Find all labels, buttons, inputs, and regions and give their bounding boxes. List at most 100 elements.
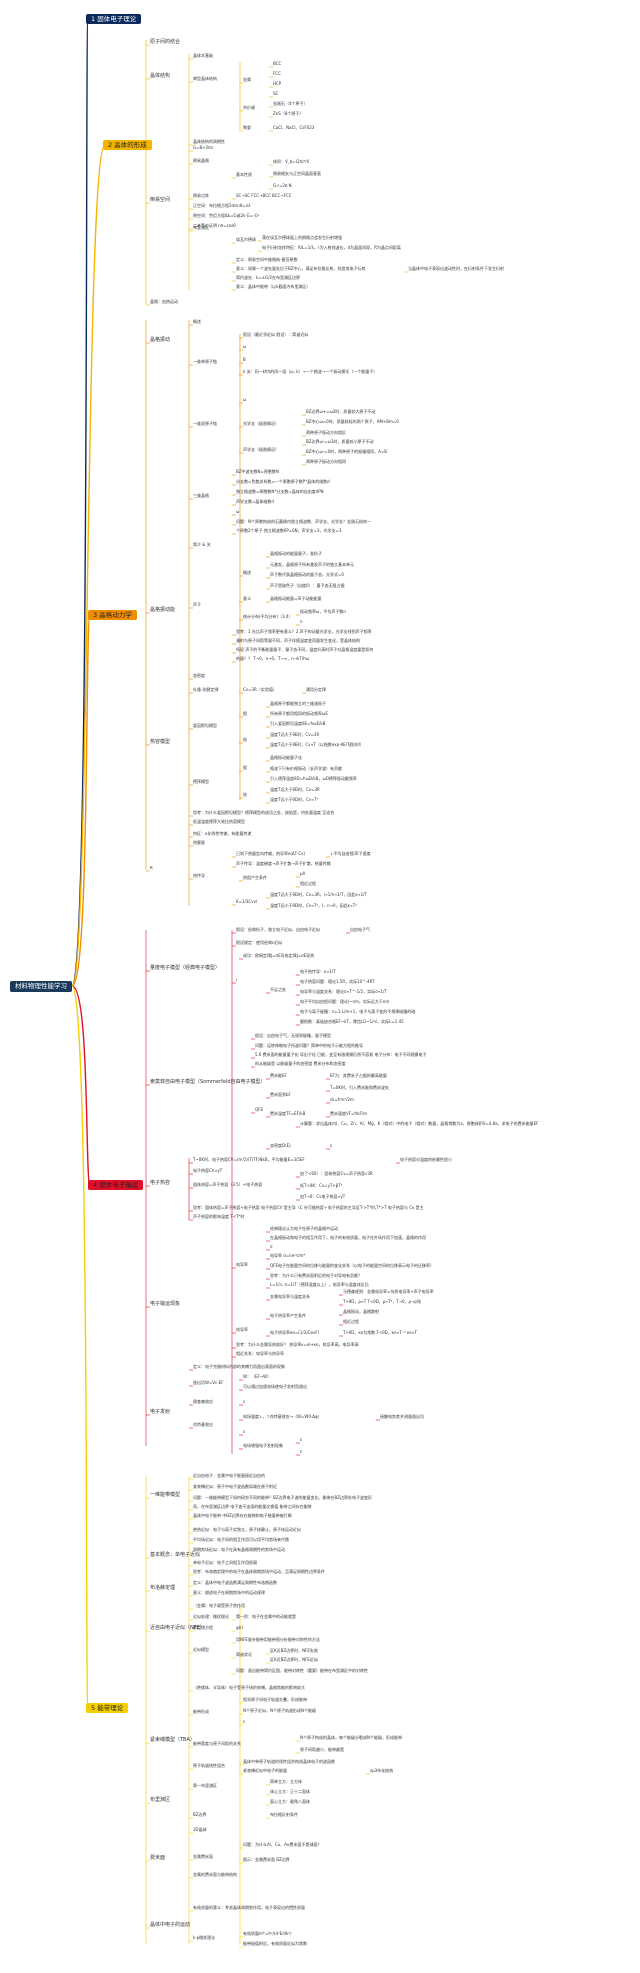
node-sec4-e2[interactable]: 逸出功W=Vc-EF xyxy=(193,1380,224,1385)
node-sec2-s4b[interactable]: 基本性质 xyxy=(236,172,252,177)
node-sec3-b2b[interactable]: 意义 xyxy=(243,596,251,601)
node-sec3-a4d[interactable]: 声学支数=晶体维数d xyxy=(236,499,274,504)
node-sec4-a3[interactable]: 成功：欧姆定律J=σE导电定律J=σE导热 xyxy=(243,953,315,958)
node-sec4-e3a[interactable]: ε xyxy=(243,1399,246,1404)
node-sec4-c3a[interactable]: 加了<60）：固体热容Cv=声子热容√3R xyxy=(300,1171,373,1176)
node-sec4-c2[interactable]: 电子热容CV∝γT xyxy=(193,1168,223,1173)
node-sec2-s4f4[interactable]: 简约波矢：k=±G/2在布里渊区边界 xyxy=(236,275,301,280)
node-sec5-e4[interactable]: 原子轨道线性组合 xyxy=(193,1763,225,1768)
node-sec3-a4f[interactable]: 问题：N个原胞构成的石墨烯内独立格波数、声学支、光学支？金刚石结构一 xyxy=(236,519,371,524)
node-sec3-a[interactable]: 晶格振动 xyxy=(150,337,171,343)
node-sec4-b3a2b[interactable]: εk=ħ²k²/2m xyxy=(330,1097,354,1102)
node-sec3-a3b[interactable]: 光学支（极限情况） xyxy=(243,421,279,426)
node-sec5-f2a[interactable]: 布拉格反射条件 xyxy=(270,1812,298,1817)
node-sec5-e4a[interactable]: 晶体中单原子轨道的线性组合构成晶体电子的波函数 xyxy=(243,1759,335,1764)
node-sec4-a3a[interactable]: ι xyxy=(236,977,238,982)
node-sec5-d4a[interactable]: 用NFE复杂能带用能带图分析能带对称性的方法 xyxy=(236,1637,320,1642)
node-sec5-b3[interactable]: 周期势场近似：电子在具有晶格周期性的势场中运动 xyxy=(193,1547,285,1552)
node-sec5-e3b[interactable]: 原子间距越小，能带越宽 xyxy=(300,1747,344,1752)
node-sec3-b[interactable]: 晶格振动能 xyxy=(150,607,176,613)
node-sec5-d1[interactable]: （金属）电子弱受原子势作用 xyxy=(193,1603,245,1608)
node-sec3-b2c[interactable]: 统计分布(平均分布)（3.4） xyxy=(243,614,293,619)
node-sec2-s2[interactable]: 晶体结构 xyxy=(150,73,171,79)
node-sec2-s4e3[interactable]: 二者等价证明 nπ=cosθ xyxy=(193,223,236,228)
node-sec3-c2a[interactable]: 假 xyxy=(243,711,247,716)
node-sec3-d0a[interactable]: 特征：κ非线性传输，有能量传递 xyxy=(193,831,252,836)
node-sec2-s2b3[interactable]: 陶瓷 xyxy=(243,125,251,130)
node-sec2-s4b3[interactable]: G·r=2π·N xyxy=(273,183,292,188)
node-sec5-d4b[interactable]: 简谐状况 xyxy=(236,1652,252,1657)
node-sec2-s2b1[interactable]: 金属 xyxy=(243,77,251,82)
branch-node-b2[interactable]: 2 晶体的形成 xyxy=(103,140,152,150)
node-sec5-c[interactable]: 布洛赫定理 xyxy=(150,1585,176,1591)
node-sec4-a3b[interactable]: 电子热传导：κ∝1/T xyxy=(300,969,336,974)
node-sec3-b1[interactable]: 简介 & 关 xyxy=(193,542,211,547)
node-sec5-e2c[interactable]: ε xyxy=(243,1719,246,1724)
node-sec3-d1e2[interactable]: 温度T远小于θD时，Cv∝T³，l，n→0，因此κ∝T³ xyxy=(270,903,357,908)
node-sec3-c[interactable]: 热容模型 xyxy=(150,739,171,745)
node-sec2-s3[interactable]: 晶体结构的周期性 xyxy=(193,139,225,144)
node-sec4-a1[interactable]: 假设：经典粒子，独立电子近似，自由电子近似 xyxy=(236,927,320,932)
node-sec4-c4b[interactable]: 声子热容的影响温度 T<T*时 xyxy=(193,1214,245,1219)
node-sec4-d2[interactable]: 热导率 xyxy=(236,1327,248,1332)
node-sec5-f1b[interactable]: 体心立方：正十二面体 xyxy=(270,1789,310,1794)
node-sec3-c3b1[interactable]: 温度T远大于θD时，Cv=3R xyxy=(270,787,320,792)
node-sec2-s4e1[interactable]: 正空间：布拉格方程2dsinθ=nλ xyxy=(193,203,251,208)
node-sec4-b3a1a[interactable]: EF为：其费米子占据的最高能量 xyxy=(330,1073,387,1078)
node-sec3-a1[interactable]: 概述 xyxy=(193,319,201,324)
node-sec5-d[interactable]: 近自由电子近似（NFE） xyxy=(150,1625,205,1631)
node-sec3-a2[interactable]: 一维单原子链 xyxy=(193,359,217,364)
node-sec5-d3[interactable]: 薛定谔方程 xyxy=(193,1625,213,1630)
node-sec2-s4a1[interactable]: G=B+2πn xyxy=(193,145,214,150)
node-sec2-s4f2[interactable]: 意义：如果一个波矢量矢位于BZ中心，满足布拉格反射，则造成电子衍射 xyxy=(236,266,366,271)
node-sec3-c2b2[interactable]: 温度T远小于θE时，Cv∝T（以指数exp-θE/T趋向0） xyxy=(270,742,364,747)
node-sec5-f1c[interactable]: 面心立方：截角八面体 xyxy=(270,1799,310,1804)
node-sec2-s4f3[interactable]: 当晶体中电子表现出波动性时，在衍射条件下发生衍射 xyxy=(408,266,504,271)
node-sec2-m4[interactable]: SC xyxy=(273,91,279,96)
node-sec3-b2a2[interactable]: 元激发，晶格原子所有激发声子的独立基本单元 xyxy=(270,562,354,567)
node-sec4-e2a[interactable]: W：（EF→W） xyxy=(243,1374,272,1379)
node-sec4-c[interactable]: 电子热容 xyxy=(150,1180,171,1186)
node-sec3-b2a1[interactable]: 晶格振动的能量量子，准粒子 xyxy=(270,551,322,556)
node-sec4-d1c[interactable]: σ xyxy=(270,1244,273,1249)
node-sec3-d1[interactable]: 热传导 xyxy=(193,873,205,878)
node-sec3-a4[interactable]: 三维晶格 xyxy=(193,493,209,498)
node-sec4-d1e[interactable]: QFE电子在能量空间的位移与能量的变化关系（以电子的能量空间的位移表示电子的迁移… xyxy=(270,1263,434,1268)
node-sec3-b2d3[interactable]: 所现 声子的平衡能量量子、量子态不同，温度升高时声子对晶格温度量是如何 xyxy=(236,647,374,652)
node-sec4-d1h1[interactable]: 马德森规则：金属电导率=杂质电导率+声子电导率 xyxy=(343,1289,434,1294)
node-sec5-h[interactable]: 晶体中电子的运动 xyxy=(150,1922,191,1928)
node-sec5-h2[interactable]: k·p微扰理论 xyxy=(193,1935,216,1940)
node-sec3-b2d1[interactable]: 思考：1.光比声子频率更有意义？2.声子的动量光学支，光学支线到声子频率 xyxy=(236,629,372,634)
node-sec4-b2a[interactable]: 问题：运转伸缩电子所波问题？简单中的电子示能方程的推导 xyxy=(255,1043,363,1048)
node-sec2-s4e5[interactable]: 落在埃瓦尔德球面上的倒格点会发生衍射增强 xyxy=(262,235,342,240)
node-sec3-c4a[interactable]: 思考：为什么爱因斯坦模型？德拜模型的成功之处，缺陷是，何处量温度 至适合 xyxy=(193,810,335,815)
node-sec4-c3c[interactable]: 加T→0：Cv电子热容∝γT xyxy=(300,1194,346,1199)
node-sec5-f[interactable]: 布里渊区 xyxy=(150,1797,171,1803)
node-sec5-d4[interactable]: 近似模型 xyxy=(193,1647,209,1652)
node-sec4-b3[interactable]: QFE xyxy=(255,1107,263,1112)
node-sec5-f1[interactable]: 第一布里渊区 xyxy=(193,1783,217,1788)
node-sec5-a1[interactable]: 近自由电子：金属中电子能量接近自由的 xyxy=(193,1473,265,1478)
node-sec5-h2a[interactable]: 有效质量m*=ħ²/(d²E/dk²) xyxy=(243,1931,292,1936)
node-sec2-s4b2[interactable]: 倒易格矢与正空间晶面垂直 xyxy=(273,171,321,176)
node-sec5-g3[interactable]: 金属的费米面与能带结构 xyxy=(193,1872,237,1877)
node-sec4-e4[interactable]: 肖特基效应 xyxy=(193,1422,213,1427)
node-sec5-b2[interactable]: 平均场近似：电子间的相互作用可以用平均势场来代替 xyxy=(193,1537,289,1542)
node-sec4-d2a1[interactable]: 晶格振动，晶格散射 xyxy=(343,1309,379,1314)
node-sec5-d2[interactable]: 近似处理：微扰理论 xyxy=(193,1614,229,1619)
node-sec5-c2[interactable]: 意义：描述电子在周期势场中的运动规律 xyxy=(193,1590,265,1595)
node-sec3-d1d[interactable]: 热阻产生条件 xyxy=(243,875,267,880)
node-sec2-s1[interactable]: 原子间的结合 xyxy=(150,39,181,45)
node-sec5-e1[interactable]: （绝缘体、半导体）电子受原子核的束缚，晶格势能的影响较大 xyxy=(193,1685,305,1690)
node-sec4-e5b[interactable]: ε xyxy=(300,1449,303,1454)
node-sec2-s5[interactable]: 晶格：由热运动 xyxy=(150,299,178,304)
node-sec5-g2a[interactable]: 问题：为什么Al、Cu、Au费米面不是球面？ xyxy=(243,1842,322,1847)
node-sec5-e4c[interactable]: sp3杂化结构 xyxy=(370,1768,394,1773)
node-sec3-d1b[interactable]: ↓平均自由程l声子速度 xyxy=(330,851,371,856)
node-sec3-c3a3[interactable]: 引入德拜温度θD=ħωD/kB，ωD德拜振动截频率 xyxy=(270,776,357,781)
node-sec5-e3a[interactable]: N个原子构成的晶体，每个能级分裂成N个能级，形成能带 xyxy=(300,1735,402,1740)
node-sec3-c1b[interactable]: 通用分定律 xyxy=(306,687,326,692)
node-sec4-d2c[interactable]: 思考：为什么金属导热较好？ 热导率κ=κl+κe，热导率高，电导率高 xyxy=(236,1342,359,1347)
node-sec3-d1e1[interactable]: 温度T远大于θD时，Cv=3R，l∝1/n∝1/T，因此κ∝1/T xyxy=(270,892,367,897)
node-sec3-c4b[interactable]: 低温温度德拜大致比热容模型 xyxy=(193,819,245,824)
